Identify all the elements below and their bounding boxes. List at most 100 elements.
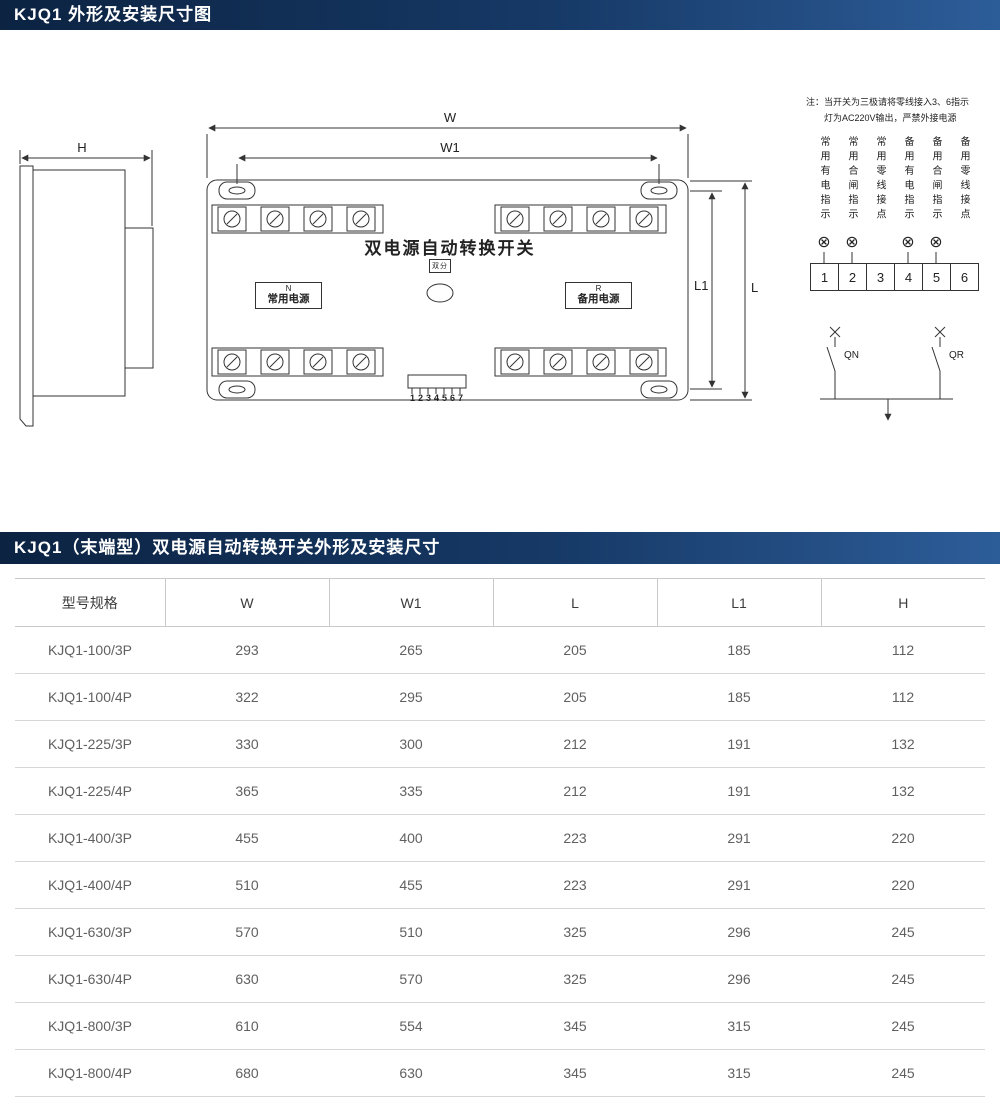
lamp-icon: ⊗: [929, 234, 943, 251]
cell-model: KJQ1-800/3P: [15, 1002, 165, 1050]
section-title-2: KJQ1（末端型）双电源自动转换开关外形及安装尺寸: [14, 538, 441, 557]
table-row: KJQ1-100/3P 293 265 205 185 112: [15, 626, 985, 674]
cell-l1: 296: [657, 955, 821, 1003]
cell-w1: 265: [329, 626, 493, 674]
cell-w: 330: [165, 720, 329, 768]
terminal-number-strip: 1 2 3 4 5 6: [810, 263, 979, 291]
section-title-bar-1: KJQ1 外形及安装尺寸图: [0, 0, 1000, 30]
section-title-1: KJQ1 外形及安装尺寸图: [14, 5, 213, 24]
cell-w: 510: [165, 861, 329, 909]
table-row: KJQ1-800/4P 680 630 345 315 245: [15, 1049, 985, 1097]
cell-w1: 455: [329, 861, 493, 909]
cell-l1: 185: [657, 626, 821, 674]
lamp-icon: ⊗: [901, 234, 915, 251]
dim-label-w1: W1: [426, 140, 474, 155]
cell-l: 223: [493, 861, 657, 909]
cell-h: 220: [821, 861, 985, 909]
l-dimension-lines: [690, 180, 752, 401]
cell-model: KJQ1-225/4P: [15, 767, 165, 815]
terminal-3: 3: [866, 263, 895, 291]
terminal-label-6: 备用零线接点: [958, 136, 969, 223]
table-row: KJQ1-400/3P 455 400 223 291 220: [15, 814, 985, 862]
cell-l: 205: [493, 626, 657, 674]
cell-h: 245: [821, 955, 985, 1003]
lamp-icon: ⊗: [817, 234, 831, 251]
cell-w: 365: [165, 767, 329, 815]
cell-l: 345: [493, 1049, 657, 1097]
cell-w1: 630: [329, 1049, 493, 1097]
cell-l1: 191: [657, 767, 821, 815]
column-header-model: 型号规格: [15, 578, 166, 627]
cell-l: 205: [493, 673, 657, 721]
cell-w1: 335: [329, 767, 493, 815]
outline-drawing-svg: [19, 124, 953, 427]
table-row: KJQ1-630/4P 630 570 325 296 245: [15, 955, 985, 1003]
cell-l: 345: [493, 1002, 657, 1050]
cell-h: 132: [821, 767, 985, 815]
mounting-hole: [650, 385, 668, 394]
cell-l: 212: [493, 767, 657, 815]
cell-model: KJQ1-630/4P: [15, 955, 165, 1003]
w-dimension-lines: [206, 124, 689, 184]
terminal-4: 4: [894, 263, 923, 291]
reserve-source-label: 备用电源: [577, 293, 620, 306]
cell-model: KJQ1-100/4P: [15, 673, 165, 721]
cell-model: KJQ1-400/4P: [15, 861, 165, 909]
cell-w: 570: [165, 908, 329, 956]
cell-l: 212: [493, 720, 657, 768]
cell-w1: 554: [329, 1002, 493, 1050]
column-header-l1: L1: [657, 578, 822, 627]
cell-model: KJQ1-400/3P: [15, 814, 165, 862]
cell-w1: 570: [329, 955, 493, 1003]
table-header-row: 型号规格 W W1 L L1 H: [15, 578, 985, 627]
cell-l1: 191: [657, 720, 821, 768]
terminal-label-1: 常用有电指示: [818, 136, 829, 223]
wiring-note-line1: 注：当开关为三极请将零线接入3、6指示: [806, 97, 970, 107]
h-dimension-lines: [19, 150, 153, 226]
cell-w1: 510: [329, 908, 493, 956]
cell-h: 220: [821, 814, 985, 862]
reserve-source-box: R 备用电源: [565, 282, 632, 309]
cell-w1: 400: [329, 814, 493, 862]
cell-h: 245: [821, 908, 985, 956]
terminal-label-5: 备用合闸指示: [930, 136, 941, 223]
cell-model: KJQ1-225/3P: [15, 720, 165, 768]
cell-l1: 315: [657, 1002, 821, 1050]
cell-l1: 291: [657, 814, 821, 862]
table-row: KJQ1-225/3P 330 300 212 191 132: [15, 720, 985, 768]
mounting-hole: [228, 186, 246, 195]
cell-h: 245: [821, 1002, 985, 1050]
normal-source-code: N: [285, 284, 292, 294]
mounting-hole: [228, 385, 246, 394]
reserve-source-code: R: [595, 284, 602, 294]
aux-connector: [407, 374, 467, 394]
dim-label-l1: L1: [692, 278, 711, 293]
table-row: KJQ1-630/3P 570 510 325 296 245: [15, 908, 985, 956]
mounting-hole: [650, 186, 668, 195]
terminal-6: 6: [950, 263, 979, 291]
cell-w1: 300: [329, 720, 493, 768]
terminal-5: 5: [922, 263, 951, 291]
cell-model: KJQ1-100/3P: [15, 626, 165, 674]
dual-off-button: 双分: [429, 259, 451, 273]
normal-source-box: N 常用电源: [255, 282, 322, 309]
terminal-label-2: 常用合闸指示: [846, 136, 857, 223]
cell-w: 680: [165, 1049, 329, 1097]
device-title: 双电源自动转换开关: [364, 239, 536, 258]
dim-label-h: H: [62, 140, 102, 155]
cell-l1: 291: [657, 861, 821, 909]
table-row: KJQ1-225/4P 365 335 212 191 132: [15, 767, 985, 815]
wiring-note-line2: 灯为AC220V输出，严禁外接电源: [824, 113, 957, 124]
dim-label-w: W: [430, 110, 470, 125]
table-row: KJQ1-800/3P 610 554 345 315 245: [15, 1002, 985, 1050]
handle-ellipse: [426, 283, 454, 303]
cell-l1: 185: [657, 673, 821, 721]
cell-model: KJQ1-630/3P: [15, 908, 165, 956]
cell-l: 325: [493, 908, 657, 956]
cell-w: 293: [165, 626, 329, 674]
side-view-outline: [19, 165, 154, 427]
column-header-w1: W1: [329, 578, 494, 627]
wiring-note: 注：当开关为三极请将零线接入3、6指示 灯为AC220V输出，严禁外接电源: [806, 94, 1000, 126]
terminal-label-3: 常用零线接点: [874, 136, 885, 223]
cell-l1: 315: [657, 1049, 821, 1097]
